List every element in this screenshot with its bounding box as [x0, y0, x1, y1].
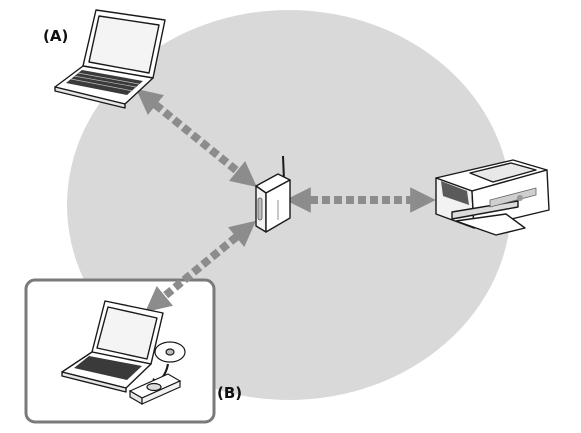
laptop-icon [54, 9, 166, 109]
wireless-router-icon [255, 155, 291, 233]
printer-icon [435, 159, 550, 236]
computer-a-label: (A) [43, 27, 69, 45]
connection-arrows [136, 88, 436, 313]
arrow-router-computer-a [136, 88, 257, 188]
disc-drive-icon [128, 373, 182, 406]
arrow-router-computer-b [145, 220, 256, 313]
cd-disc-icon [154, 341, 186, 363]
computer-b-label: (B) [217, 384, 243, 402]
laptop-icon [61, 300, 164, 393]
